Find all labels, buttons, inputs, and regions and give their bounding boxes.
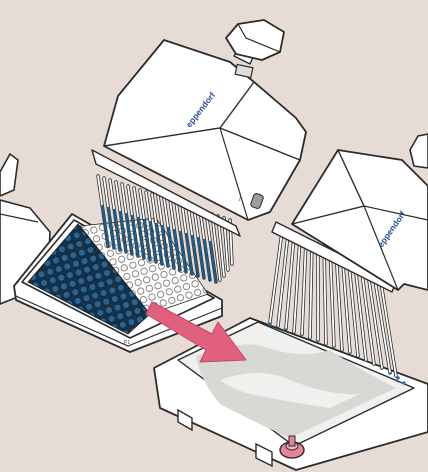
microplate: P1 xyxy=(13,213,223,353)
plunger-knob-icon xyxy=(225,19,285,61)
right-multichannel-pipette: eppendorf xyxy=(268,133,428,378)
pipette-side-button-icon xyxy=(250,193,264,209)
reservoir-release-button-icon xyxy=(279,435,305,459)
left-multichannel-pipette: 1 eppendorf xyxy=(91,19,307,284)
svg-text:1: 1 xyxy=(237,196,242,203)
transfer-arrow-icon xyxy=(145,301,247,363)
svg-text:P1: P1 xyxy=(124,340,130,346)
pipette-tips-left xyxy=(96,174,234,284)
pipette-tips-right xyxy=(268,230,398,378)
